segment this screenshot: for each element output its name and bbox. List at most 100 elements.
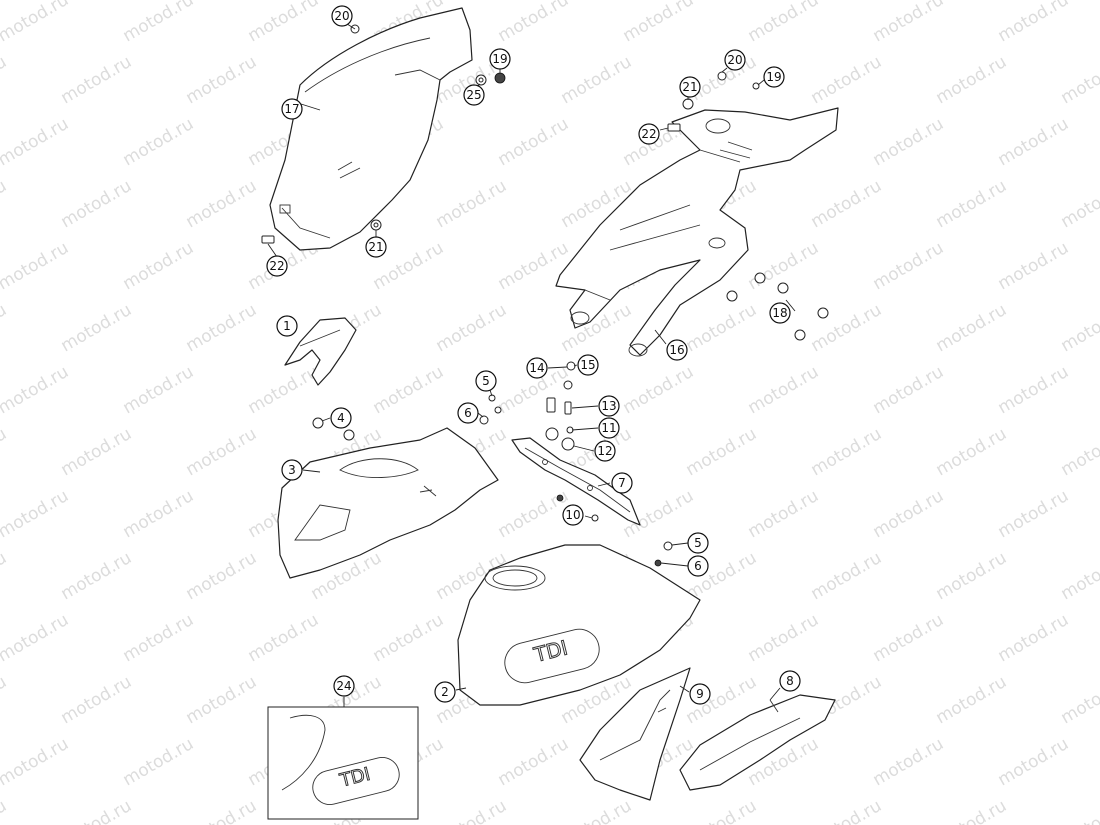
watermark-text: motod.ru	[683, 424, 761, 480]
watermark-text: motod.ru	[870, 114, 948, 170]
callout-label: 4	[337, 411, 345, 425]
watermark-text: motod.ru	[0, 548, 10, 604]
callout-label: 1	[283, 319, 291, 333]
watermark-text: motod.ru	[120, 486, 198, 542]
callout-5-upper: 5	[475, 370, 497, 392]
watermark-text: motod.ru	[808, 796, 886, 825]
watermark-text: motod.ru	[0, 424, 10, 480]
watermark-text: motod.ru	[808, 424, 886, 480]
callout-label: 24	[336, 679, 351, 693]
callout-18: 18	[769, 302, 791, 324]
watermark-text: motod.ru	[995, 362, 1073, 418]
part-9-lower-fairing	[579, 667, 691, 801]
watermark-text: motod.ru	[0, 362, 72, 418]
callout-19-top: 19	[489, 48, 511, 70]
callout-label: 21	[368, 240, 383, 254]
watermark-text: motod.ru	[58, 672, 136, 728]
watermark-text: motod.ru	[933, 796, 1011, 825]
callout-label: 20	[727, 53, 742, 67]
callout-6-upper: 6	[457, 402, 479, 424]
callout-label: 22	[269, 259, 284, 273]
watermark-text: motod.ru	[745, 486, 823, 542]
watermark-text: motod.ru	[808, 548, 886, 604]
part-1-cover-piece	[284, 317, 357, 386]
callout-label: 14	[529, 361, 544, 375]
callout-20-top: 20	[331, 5, 353, 27]
watermark-text: motod.ru	[0, 486, 72, 542]
watermark-text: motod.ru	[1058, 796, 1100, 825]
callout-label: 25	[466, 88, 481, 102]
watermark-text: motod.ru	[933, 424, 1011, 480]
watermark-text: motod.ru	[0, 300, 10, 356]
watermark-text: motod.ru	[0, 52, 10, 108]
callout-label: 19	[766, 70, 781, 84]
watermark-text: motod.ru	[495, 0, 573, 46]
callout-19-right: 19	[763, 66, 785, 88]
callout-6-lower: 6	[687, 555, 709, 577]
watermark-text: motod.ru	[933, 52, 1011, 108]
callout-label: 11	[601, 421, 616, 435]
watermark-text: motod.ru	[0, 0, 72, 46]
part-24-badge-inset: TDI	[267, 706, 419, 820]
callout-17: 17	[281, 98, 303, 120]
watermark-text: motod.ru	[870, 486, 948, 542]
watermark-text: motod.ru	[558, 796, 636, 825]
watermark-text: motod.ru	[995, 0, 1073, 46]
callout-label: 6	[694, 559, 702, 573]
callout-label: 7	[618, 476, 626, 490]
watermark-text: motod.ru	[58, 548, 136, 604]
watermark-text: motod.ru	[620, 362, 698, 418]
watermark-text: motod.ru	[683, 796, 761, 825]
callout-label: 21	[682, 80, 697, 94]
watermark-text: motod.ru	[0, 610, 72, 666]
watermark-text: motod.ru	[120, 238, 198, 294]
watermark-text: motod.ru	[870, 610, 948, 666]
watermark-text: motod.ru	[558, 52, 636, 108]
watermark-text: motod.ru	[933, 672, 1011, 728]
watermark-text: motod.ru	[808, 176, 886, 232]
watermark-text: motod.ru	[120, 362, 198, 418]
part-17-rear-cover	[269, 7, 473, 251]
callout-label: 8	[786, 674, 794, 688]
callout-21-right: 21	[679, 76, 701, 98]
watermark-text: motod.ru	[58, 796, 136, 825]
callout-13: 13	[598, 395, 620, 417]
watermark-text: motod.ru	[120, 734, 198, 790]
callout-24: 24	[333, 675, 355, 697]
callout-25: 25	[463, 84, 485, 106]
callout-label: 9	[696, 687, 704, 701]
callout-16: 16	[666, 339, 688, 361]
watermark-text: motod.ru	[933, 176, 1011, 232]
watermark-text: motod.ru	[995, 610, 1073, 666]
watermark-text: motod.ru	[58, 52, 136, 108]
watermark-text: motod.ru	[995, 238, 1073, 294]
watermark-text: motod.ru	[870, 0, 948, 46]
callout-2: 2	[434, 681, 456, 703]
callout-label: 3	[288, 463, 296, 477]
callout-4: 4	[330, 407, 352, 429]
callout-1: 1	[276, 315, 298, 337]
watermark-text: motod.ru	[808, 300, 886, 356]
part-16-subframe	[555, 107, 839, 357]
watermark-text: motod.ru	[245, 362, 323, 418]
watermark-text: motod.ru	[870, 238, 948, 294]
watermark-text: motod.ru	[245, 610, 323, 666]
watermark-text: motod.ru	[1058, 52, 1100, 108]
callout-20-right: 20	[724, 49, 746, 71]
watermark-text: motod.ru	[995, 734, 1073, 790]
hardware-fasteners	[261, 24, 829, 567]
callout-label: 2	[441, 685, 449, 699]
callout-label: 5	[694, 536, 702, 550]
callout-label: 5	[482, 374, 490, 388]
callout-5-lower: 5	[687, 532, 709, 554]
watermark-text: motod.ru	[183, 548, 261, 604]
callout-label: 12	[597, 444, 612, 458]
watermark-text: motod.ru	[745, 362, 823, 418]
watermark-text: motod.ru	[245, 0, 323, 46]
callout-22-left: 22	[266, 255, 288, 277]
watermark-text: motod.ru	[120, 0, 198, 46]
watermark-text: motod.ru	[433, 796, 511, 825]
watermark-text: motod.ru	[1058, 300, 1100, 356]
watermark-text: motod.ru	[495, 734, 573, 790]
